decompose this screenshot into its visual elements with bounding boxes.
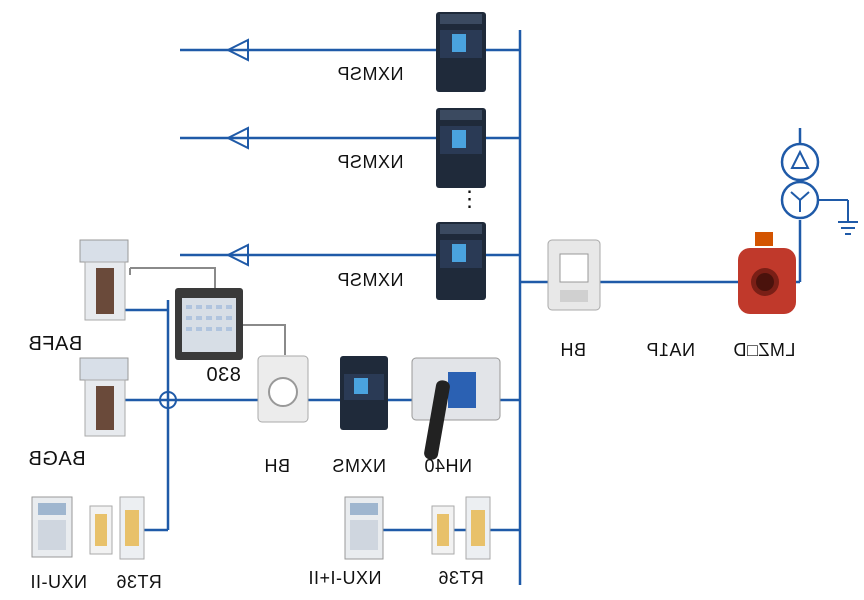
capacitor-icon	[79, 357, 129, 437]
ct-right-label: BH	[560, 340, 587, 360]
meter-label: 830	[206, 364, 241, 386]
meter-icon	[175, 288, 243, 360]
current-transformer-icon	[547, 239, 601, 311]
breaker-icon	[340, 356, 388, 430]
ground-icon	[818, 199, 858, 235]
fuse-icon	[431, 505, 455, 555]
arrow-icon	[225, 126, 249, 150]
arrow-icon	[225, 243, 249, 267]
breaker-icon	[436, 12, 486, 92]
surge-protector-icon	[31, 496, 73, 558]
breaker-icon	[436, 108, 486, 188]
breaker-mid-label: NXMS	[332, 456, 387, 476]
bagb-label: BAGB	[28, 448, 86, 470]
disconnect-switch-icon	[411, 357, 501, 460]
rt36-right-label: RT36	[438, 568, 484, 588]
fuse-icon	[89, 505, 113, 555]
nxu-right-label: NXU-I+II	[308, 568, 382, 588]
fuse-icon	[119, 496, 145, 560]
surge-protector-icon	[344, 496, 384, 560]
ct-left-label: BH	[264, 456, 291, 476]
na1p-label: NA1P	[646, 340, 696, 360]
continuation-dots: ⋮	[458, 186, 481, 211]
transformer-icon	[780, 142, 820, 220]
rt36-left-label: RT36	[116, 572, 162, 592]
current-transformer-icon	[257, 355, 309, 423]
feeder-2-label: NXMSP	[337, 152, 404, 172]
capacitor-icon	[79, 239, 129, 321]
arrow-icon	[225, 38, 249, 62]
switch-label: NH40	[424, 456, 473, 476]
fuse-icon	[465, 496, 491, 560]
feeder-1-label: NXMSP	[337, 64, 404, 84]
breaker-icon	[436, 222, 486, 300]
nxu-left-label: NXU-II	[30, 572, 87, 592]
lmz-label: LMZ□D	[733, 340, 796, 360]
feeder-3-label: NXMSP	[337, 270, 404, 290]
bafb-label: BAFB	[28, 333, 83, 355]
current-transformer-icon	[738, 232, 796, 314]
